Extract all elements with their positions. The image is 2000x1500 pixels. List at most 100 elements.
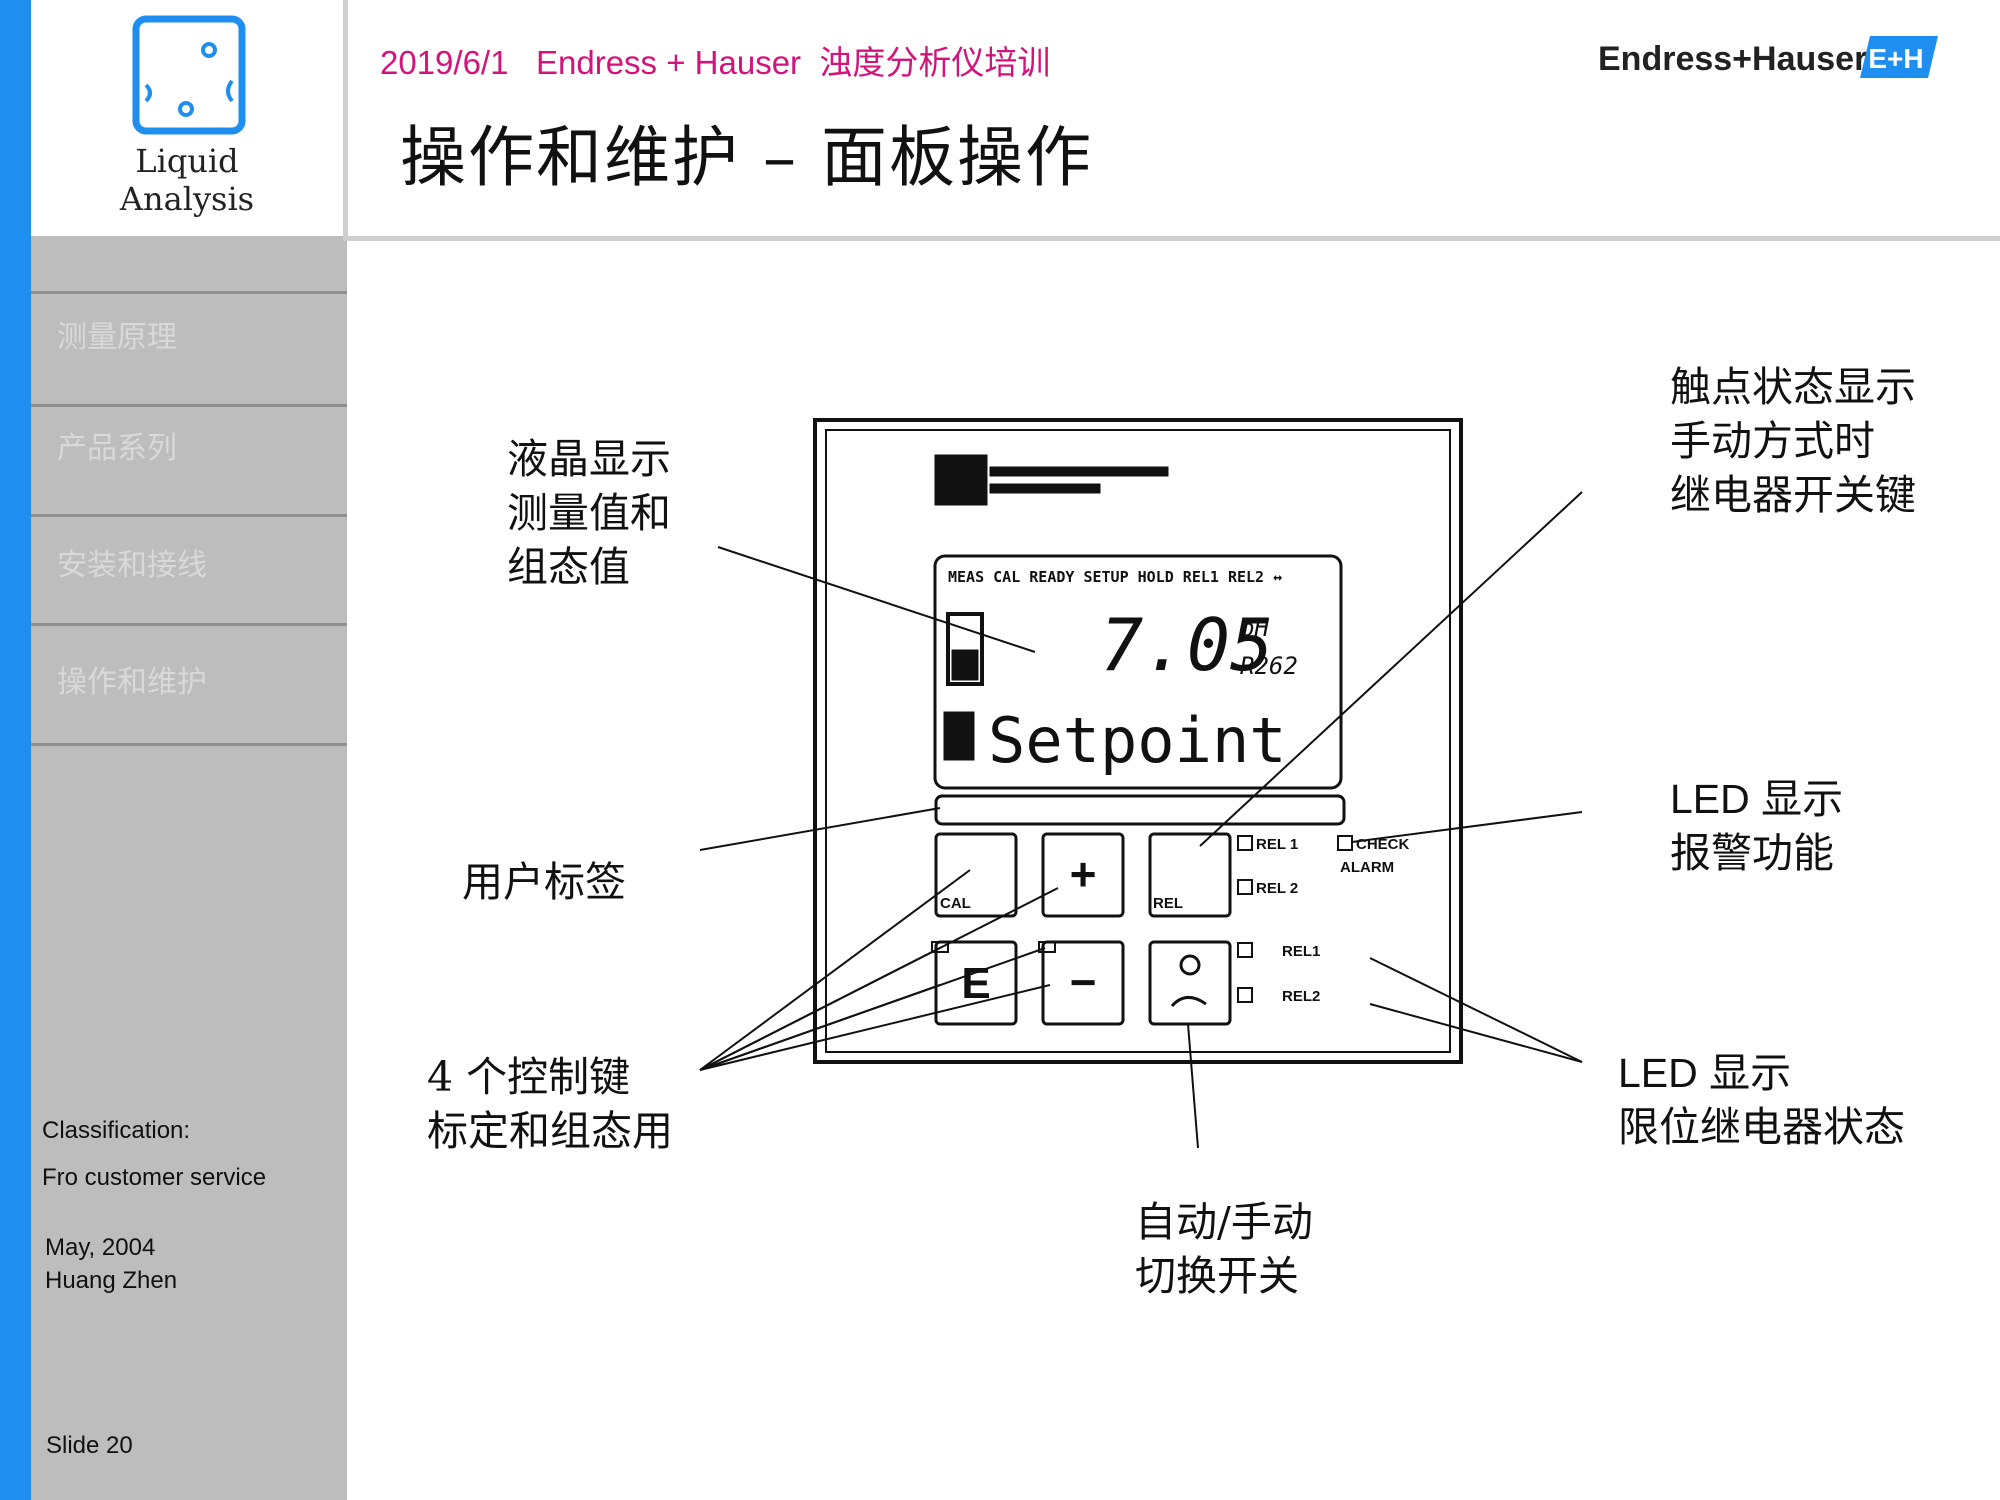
enter-key-outline <box>934 940 1018 1026</box>
slide-number: Slide 20 <box>46 1432 133 1459</box>
callout-user-label: 用户标签 <box>462 855 626 909</box>
leader-contact-status <box>1199 491 1583 847</box>
lcd-unit: pH <box>1239 614 1269 642</box>
leader-key-e2 <box>699 984 941 1071</box>
callout-keys-line-2: 标定和组态用 <box>427 1107 673 1155</box>
relay1-led <box>1237 942 1253 958</box>
callout-auto-manual: 自动/手动 切换开关 <box>1135 1195 1313 1303</box>
lcd-bar-icon <box>946 612 984 686</box>
callout-led-alarm-line-2: 报警功能 <box>1670 830 1834 876</box>
callout-auto-manual-line-1: 自动/手动 <box>1135 1198 1313 1246</box>
header-divider-vertical <box>343 0 348 236</box>
sidebar-date: May, 2004 <box>45 1234 156 1261</box>
relay2-led <box>1237 987 1253 1003</box>
sidebar-item-measurement-principle[interactable]: 测量原理 <box>57 320 177 355</box>
sidebar-divider <box>31 743 347 746</box>
header-divider-horizontal <box>343 236 2000 241</box>
leader-key-cal <box>699 869 971 1071</box>
sidebar-item-installation-wiring[interactable]: 安装和接线 <box>57 548 207 583</box>
callout-lcd-line-3: 组态值 <box>507 543 630 591</box>
sidebar <box>31 236 347 1500</box>
device-model-text <box>989 483 1101 494</box>
callout-led-alarm-line-1: LED 显示 <box>1670 776 1844 822</box>
device-brand-text <box>989 466 1169 477</box>
plus-key-label: + <box>1070 848 1097 900</box>
leader-led-relay1 <box>1369 957 1583 1063</box>
logo-line-1: Liquid <box>135 142 239 180</box>
auto-manual-key-outline <box>1148 940 1232 1026</box>
callout-auto-manual-line-2: 切换开关 <box>1135 1252 1299 1300</box>
plus-key-outline <box>1041 832 1125 918</box>
rel2-led-label: REL 2 <box>1256 880 1298 897</box>
header-info: 2019/6/1 Endress + Hauser 浊度分析仪培训 <box>380 36 1050 84</box>
sidebar-divider <box>31 514 347 517</box>
rel1-led <box>1237 835 1253 851</box>
logo-text: Liquid Analysis <box>112 142 262 218</box>
callout-contact-status: 触点状态显示 手动方式时 继电器开关键 <box>1670 360 1916 522</box>
callout-contact-status-line-3: 继电器开关键 <box>1670 471 1916 519</box>
header-date: 2019/6/1 <box>380 44 509 81</box>
classification-label: Classification: <box>42 1117 191 1144</box>
logo-line-2: Analysis <box>119 180 255 218</box>
callout-led-relay-line-2: 限位继电器状态 <box>1618 1104 1905 1150</box>
hand-icon-circle <box>1179 954 1201 976</box>
brand-mark-text: E+H <box>1868 43 1923 74</box>
logo-panel <box>31 0 343 236</box>
callout-user-label-line-1: 用户标签 <box>462 858 626 906</box>
lcd-setpoint-text: Setpoint <box>988 704 1287 777</box>
callout-keys-line-1: 4 个控制键 <box>427 1053 631 1101</box>
sidebar-item-product-series[interactable]: 产品系列 <box>57 431 177 466</box>
leader-auto-manual <box>1187 1023 1199 1149</box>
classification-value: Fro customer service <box>42 1164 267 1191</box>
callout-led-alarm: LED 显示 报警功能 <box>1670 772 1843 880</box>
callout-led-relay-line-1: LED 显示 <box>1618 1050 1792 1096</box>
cal-key-outline <box>934 832 1018 918</box>
device-logo-block <box>934 454 988 506</box>
user-label-strip <box>934 794 1346 826</box>
leader-key-enter <box>699 947 941 1071</box>
brand-name: Endress+Hauser <box>1598 40 1868 78</box>
leader-lines <box>699 491 1583 1149</box>
check-led <box>1337 835 1353 851</box>
sidebar-author: Huang Zhen <box>45 1267 178 1294</box>
callout-contact-status-line-2: 手动方式时 <box>1670 417 1875 465</box>
page-title: 操作和维护 – 面板操作 <box>400 119 1093 196</box>
relay2-led-label: REL2 <box>1282 988 1320 1005</box>
callout-keys: 4 个控制键 标定和组态用 <box>427 1050 673 1158</box>
left-accent-bar <box>0 0 31 1500</box>
sidebar-item-operation-maintenance[interactable]: 操作和维护 <box>57 665 207 700</box>
lcd-bar-fill <box>951 649 979 681</box>
callout-led-relay: LED 显示 限位继电器状态 <box>1618 1046 1905 1154</box>
rel2-led <box>1237 879 1253 895</box>
lcd-frame <box>933 554 1343 790</box>
hand-icon <box>1170 996 1207 1008</box>
rel1-led-label: REL 1 <box>1256 836 1298 853</box>
callout-contact-status-line-1: 触点状态显示 <box>1670 363 1916 411</box>
lcd-measured-value: 7.05 <box>1100 603 1273 687</box>
callout-lcd-line-2: 测量值和 <box>507 489 671 537</box>
lcd-status-row: MEAS CAL READY SETUP HOLD REL1 REL2 ↔ <box>948 568 1282 586</box>
lcd-side-icon <box>943 711 975 761</box>
enter-key-led <box>931 941 949 953</box>
callout-lcd: 液晶显示 测量值和 组态值 <box>507 432 671 594</box>
leader-lcd <box>717 546 1036 653</box>
leader-user-label <box>699 807 941 851</box>
alarm-led-label: ALARM <box>1340 859 1394 876</box>
header-company: Endress + Hauser <box>535 44 802 81</box>
sidebar-divider <box>31 291 347 294</box>
rel-key-label: REL <box>1153 895 1183 912</box>
panel-outer-frame <box>813 418 1463 1064</box>
panel-inner-frame <box>825 429 1451 1053</box>
relay1-led-label: REL1 <box>1282 943 1320 960</box>
leader-key-m2 <box>699 984 1051 1071</box>
cal-key-label: CAL <box>940 895 971 912</box>
endress-hauser-logo-icon: E+H <box>1860 36 1938 78</box>
rel-key-outline <box>1148 832 1232 918</box>
leader-led-alarm <box>1351 811 1583 843</box>
lcd-sub-label: R262 <box>1240 652 1298 680</box>
callout-lcd-line-1: 液晶显示 <box>507 435 671 483</box>
header-course: 浊度分析仪培训 <box>819 44 1051 81</box>
liquid-analysis-logo-icon <box>132 15 246 135</box>
sidebar-divider <box>31 404 347 407</box>
